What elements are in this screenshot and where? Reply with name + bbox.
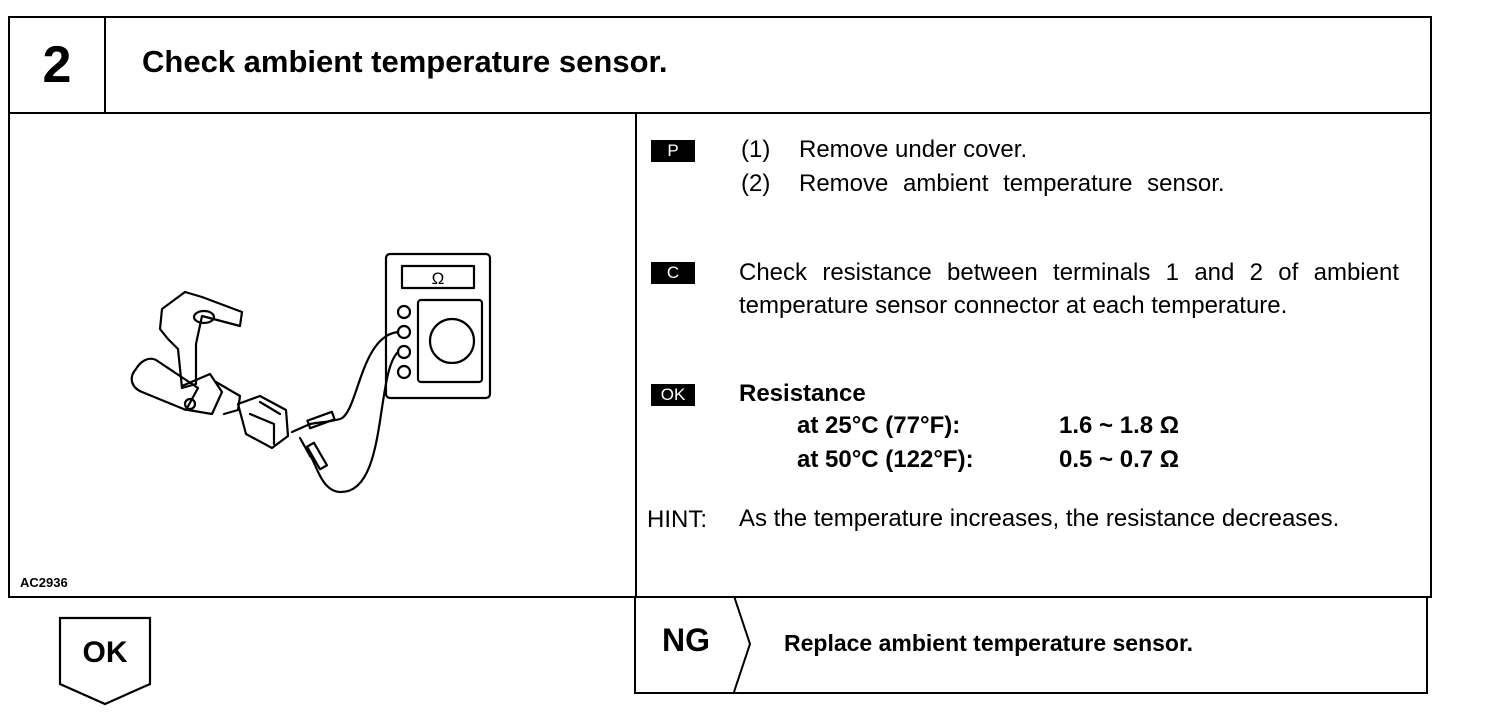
ng-action: Replace ambient temperature sensor. bbox=[784, 630, 1194, 656]
prep-step-2-number: (2) bbox=[741, 170, 771, 197]
prep-step-1-number: (1) bbox=[741, 136, 771, 163]
prep-step-1-text: Remove under cover. bbox=[799, 136, 1028, 163]
spec-value-25c: 1.6 ~ 1.8 Ω bbox=[1059, 412, 1179, 439]
spec-condition-25c: at 25°C (77°F): bbox=[797, 412, 961, 439]
ohmmeter-dial bbox=[428, 317, 476, 365]
check-instruction: Check resistance between terminals 1 and… bbox=[739, 259, 1399, 319]
ng-arrow-divider bbox=[733, 596, 752, 692]
sensor-ohmmeter-diagram: Ω bbox=[130, 252, 492, 494]
hint-label: HINT: bbox=[647, 506, 707, 533]
step-title: Check ambient temperature sensor. bbox=[142, 44, 668, 79]
instruction-panel: P (1) Remove under cover. (2) Remove amb… bbox=[637, 114, 1430, 596]
sensor-bracket bbox=[158, 290, 244, 390]
spec-condition-50c: at 50°C (122°F): bbox=[797, 446, 974, 473]
prep-tag: P bbox=[651, 140, 695, 162]
step-number-box: 2 bbox=[10, 18, 106, 112]
ohmmeter-label: Ω bbox=[432, 269, 445, 288]
ohmmeter-display bbox=[400, 264, 476, 290]
step-number: 2 bbox=[42, 36, 72, 94]
ohmmeter-body bbox=[384, 252, 492, 400]
check-tag: C bbox=[651, 262, 695, 284]
ng-label: NG bbox=[662, 622, 710, 658]
hint-text: As the temperature increases, the resist… bbox=[739, 505, 1340, 532]
figure-code: AC2936 bbox=[20, 575, 68, 590]
illustration-panel: Ω AC2936 bbox=[10, 114, 637, 596]
spec-title: Resistance bbox=[739, 380, 866, 407]
ok-tag: OK bbox=[651, 384, 695, 406]
prep-step-2-text: Remove ambient temperature sensor. bbox=[799, 170, 1225, 197]
sensor-connector bbox=[236, 394, 290, 450]
ok-result-label: OK bbox=[82, 636, 128, 669]
step-header: 2 Check ambient temperature sensor. bbox=[8, 16, 1432, 114]
spec-value-50c: 0.5 ~ 0.7 Ω bbox=[1059, 446, 1179, 473]
step-body: Ω AC2936 P (1) Remove under cover. (2) R… bbox=[8, 112, 1432, 598]
ok-flag-shape bbox=[58, 616, 152, 706]
ng-result-box: NG Replace ambient temperature sensor. bbox=[634, 596, 1428, 694]
